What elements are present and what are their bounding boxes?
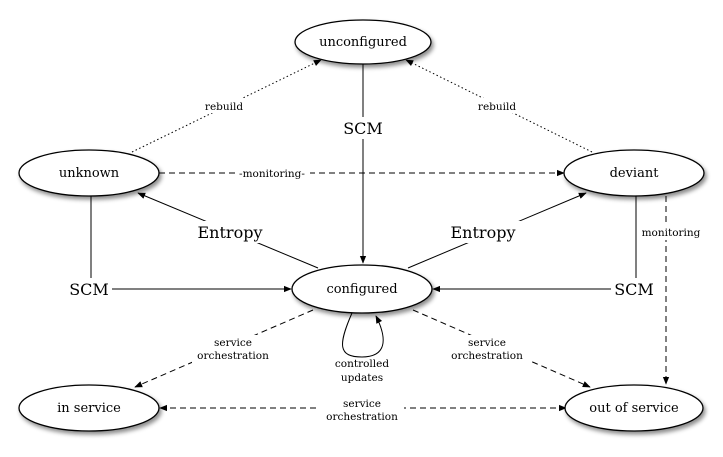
node-in-service-label: in service [57,401,121,416]
edge-controlled-updates [342,312,384,358]
label-entropy-right: Entropy [451,223,516,242]
node-configured-label: configured [326,282,397,297]
label-scm-center: SCM [343,119,383,138]
label-scm-right: SCM [614,280,654,299]
node-unknown[interactable]: unknown [18,149,160,197]
label-controlled: controlled [335,358,389,370]
label-orch-bottom-1: service [343,398,381,410]
node-out-of-service[interactable]: out of service [564,384,704,432]
edge-rebuild-right [405,59,593,153]
node-unconfigured-label: unconfigured [319,35,407,50]
node-unknown-label: unknown [59,166,120,181]
edge-orch-right [412,309,591,388]
label-scm-left: SCM [69,280,109,299]
label-monitoring-top: -monitoring- [239,168,305,180]
label-orch-bottom-2: orchestration [326,411,398,423]
node-unconfigured[interactable]: unconfigured [294,19,432,65]
node-configured[interactable]: configured [291,264,433,314]
label-orch-left-1: service [214,337,252,349]
label-rebuild-right: rebuild [478,101,516,113]
node-deviant[interactable]: deviant [563,149,705,197]
node-deviant-label: deviant [610,166,660,181]
label-orch-right-1: service [468,337,506,349]
label-updates: updates [341,372,383,384]
label-orch-right-2: orchestration [451,350,523,362]
label-rebuild-left: rebuild [205,101,243,113]
label-orch-left-2: orchestration [197,350,269,362]
node-out-of-service-label: out of service [589,401,679,416]
edge-orch-left [134,309,314,388]
label-monitoring-right: monitoring [642,227,701,239]
node-in-service[interactable]: in service [18,384,160,432]
label-entropy-left: Entropy [198,223,263,242]
